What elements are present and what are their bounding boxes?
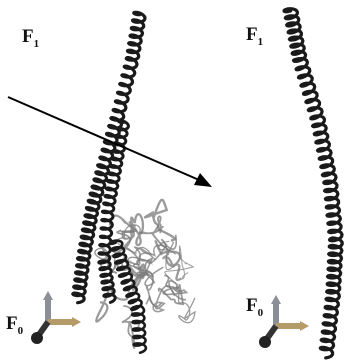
right-coordinate-axes-icon [259,295,309,348]
left-coordinate-axes-icon [31,291,81,344]
right-top-label: F1 [246,24,263,48]
right-bottom-label: F0 [246,295,264,319]
left-bottom-label: F0 [6,313,24,337]
protein-ribbon [96,286,127,322]
left-top-label: F1 [22,26,39,50]
right-helix-coil [284,9,342,358]
left-panel: F1 F0 [6,12,195,352]
right-panel: F1 F0 [246,9,342,358]
right-helix [284,9,342,358]
